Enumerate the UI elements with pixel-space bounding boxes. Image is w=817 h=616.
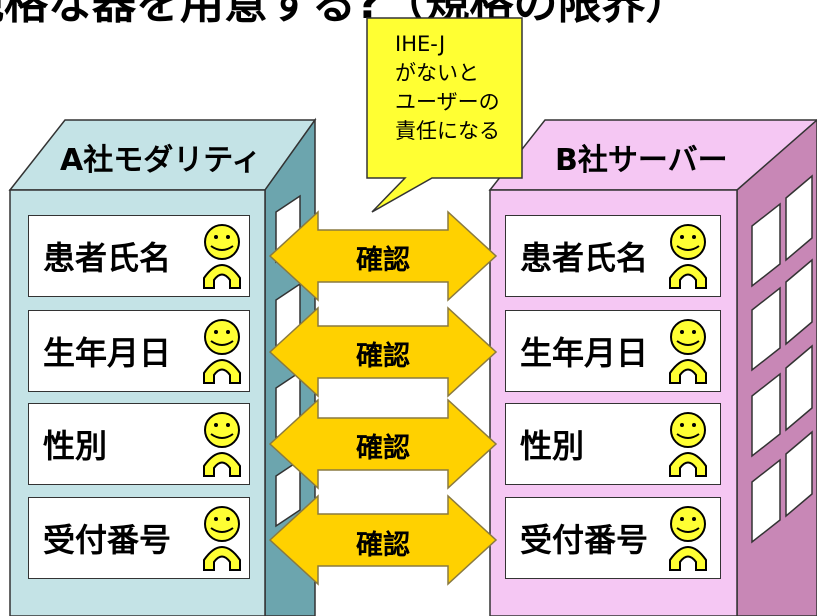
arrow-2 xyxy=(268,306,498,398)
field-label: 受付番号 xyxy=(43,521,172,559)
field-label: 患者氏名 xyxy=(43,239,172,277)
callout-bubble xyxy=(366,17,523,213)
field-label: 生年月日 xyxy=(520,334,649,372)
field-label: 患者氏名 xyxy=(520,239,649,277)
field-label: 性別 xyxy=(520,427,585,465)
arrow-label: 確認 xyxy=(356,341,410,372)
smiley-icon xyxy=(669,224,707,289)
smiley-icon xyxy=(669,412,707,477)
smiley-icon xyxy=(669,319,707,384)
field-label: 生年月日 xyxy=(43,334,172,372)
smiley-icon xyxy=(203,412,241,477)
arrow-label: 確認 xyxy=(356,433,410,464)
right-building-windows xyxy=(751,174,813,544)
arrow-1 xyxy=(268,210,498,302)
field-label: 受付番号 xyxy=(520,521,649,559)
right-building-label: B社サーバー xyxy=(555,143,728,178)
arrow-label: 確認 xyxy=(356,245,410,276)
smiley-icon xyxy=(203,506,241,571)
right-field-birthdate: 生年月日 xyxy=(505,310,721,392)
smiley-icon xyxy=(203,319,241,384)
field-label: 性別 xyxy=(43,427,108,465)
left-building-label: A社モダリティ xyxy=(60,143,262,178)
smiley-icon xyxy=(203,224,241,289)
arrow-4 xyxy=(268,494,498,586)
page-title: 規格な器を用意する?（規格の限界） xyxy=(0,0,690,29)
arrow-label: 確認 xyxy=(356,530,410,561)
callout-text: IHE-J がないと ユーザーの 責任になる xyxy=(395,32,500,143)
double-arrows xyxy=(268,210,498,586)
arrow-3 xyxy=(268,398,498,490)
smiley-icon xyxy=(669,506,707,571)
